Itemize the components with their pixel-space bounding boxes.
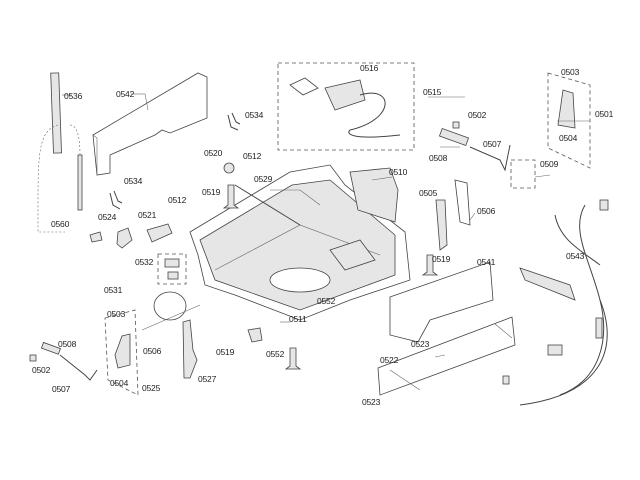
part-label-0529[interactable]: 0529 xyxy=(254,174,273,184)
part-0534-upper-drawing xyxy=(227,112,241,131)
part-label-0527[interactable]: 0527 xyxy=(198,374,217,384)
part-label-0523[interactable]: 0523 xyxy=(362,397,381,407)
part-label-0503[interactable]: 0503 xyxy=(107,309,126,319)
part-label-0536[interactable]: 0536 xyxy=(64,91,83,101)
part-0519-upper-drawing xyxy=(222,184,240,209)
part-label-0512[interactable]: 0512 xyxy=(243,151,262,161)
part-0541-drawing xyxy=(389,261,494,343)
part-0501-group-box xyxy=(547,72,591,169)
main-base-drawing xyxy=(189,164,411,321)
part-0532-group-box xyxy=(157,253,187,285)
part-label-0552[interactable]: 0552 xyxy=(317,296,336,306)
part-label-0508[interactable]: 0508 xyxy=(429,153,448,163)
part-label-0501[interactable]: 0501 xyxy=(595,109,614,119)
part-0560-drawing xyxy=(89,231,103,243)
part-0519-right-drawing xyxy=(421,254,439,276)
part-label-0543[interactable]: 0543 xyxy=(566,251,585,261)
part-label-0516[interactable]: 0516 xyxy=(360,63,379,73)
part-label-0504[interactable]: 0504 xyxy=(110,378,129,388)
part-label-0523[interactable]: 0523 xyxy=(411,339,430,349)
part-label-0519[interactable]: 0519 xyxy=(216,347,235,357)
part-label-0506[interactable]: 0506 xyxy=(143,346,162,356)
part-0522-drawing xyxy=(377,316,516,396)
part-label-0505[interactable]: 0505 xyxy=(419,188,438,198)
part-label-0541[interactable]: 0541 xyxy=(477,257,496,267)
part-label-0503[interactable]: 0503 xyxy=(561,67,580,77)
part-0502-left-drawing xyxy=(29,354,37,362)
leader-lines xyxy=(280,96,590,391)
part-label-0506[interactable]: 0506 xyxy=(477,206,496,216)
part-label-0515[interactable]: 0515 xyxy=(423,87,442,97)
part-0507-right-drawing xyxy=(469,144,511,172)
part-label-0512[interactable]: 0512 xyxy=(168,195,187,205)
part-label-0524[interactable]: 0524 xyxy=(98,212,117,222)
part-0505-drawing xyxy=(435,199,448,251)
part-label-0509[interactable]: 0509 xyxy=(540,159,559,169)
part-label-0532[interactable]: 0532 xyxy=(135,257,154,267)
part-label-0552[interactable]: 0552 xyxy=(266,349,285,359)
part-0542-drawing xyxy=(92,72,208,176)
part-label-0520[interactable]: 0520 xyxy=(204,148,223,158)
part-label-0502[interactable]: 0502 xyxy=(32,365,51,375)
part-label-0519[interactable]: 0519 xyxy=(432,254,451,264)
part-0552-lower-drawing xyxy=(247,327,263,343)
part-label-0507[interactable]: 0507 xyxy=(52,384,71,394)
part-label-0522[interactable]: 0522 xyxy=(380,355,399,365)
part-0536-drawing xyxy=(37,72,83,233)
part-0508-left-drawing xyxy=(40,341,61,355)
part-0534-lower-drawing xyxy=(109,190,123,210)
part-0508-right-drawing xyxy=(438,127,470,147)
part-label-0502[interactable]: 0502 xyxy=(468,110,487,120)
part-0519-lower-drawing xyxy=(284,347,302,370)
part-0524-drawing xyxy=(116,227,133,249)
part-0520-drawing xyxy=(223,162,235,174)
part-label-0542[interactable]: 0542 xyxy=(116,89,135,99)
part-label-0525[interactable]: 0525 xyxy=(142,383,161,393)
part-0527-drawing xyxy=(182,319,198,379)
part-label-0560[interactable]: 0560 xyxy=(51,219,70,229)
part-label-0507[interactable]: 0507 xyxy=(483,139,502,149)
part-0510-drawing xyxy=(349,167,399,223)
part-label-0521[interactable]: 0521 xyxy=(138,210,157,220)
part-0525-group-box xyxy=(104,309,139,396)
part-0506-bracket-drawing xyxy=(454,179,471,226)
part-0521-drawing xyxy=(146,223,173,243)
part-label-0531[interactable]: 0531 xyxy=(104,285,123,295)
part-label-0534[interactable]: 0534 xyxy=(124,176,143,186)
part-label-0508[interactable]: 0508 xyxy=(58,339,77,349)
part-label-0511[interactable]: 0511 xyxy=(289,314,307,324)
part-label-0534[interactable]: 0534 xyxy=(245,110,264,120)
part-label-0519[interactable]: 0519 xyxy=(202,187,221,197)
part-0531-drawing xyxy=(153,291,187,321)
part-0509-group-box xyxy=(510,159,536,189)
part-label-0504[interactable]: 0504 xyxy=(559,133,578,143)
part-0507-left-drawing xyxy=(59,354,98,381)
part-0515-group-box xyxy=(277,62,415,151)
part-0543-harness-drawing xyxy=(502,199,609,406)
part-0502-right-drawing xyxy=(452,121,460,129)
part-label-0510[interactable]: 0510 xyxy=(389,167,408,177)
